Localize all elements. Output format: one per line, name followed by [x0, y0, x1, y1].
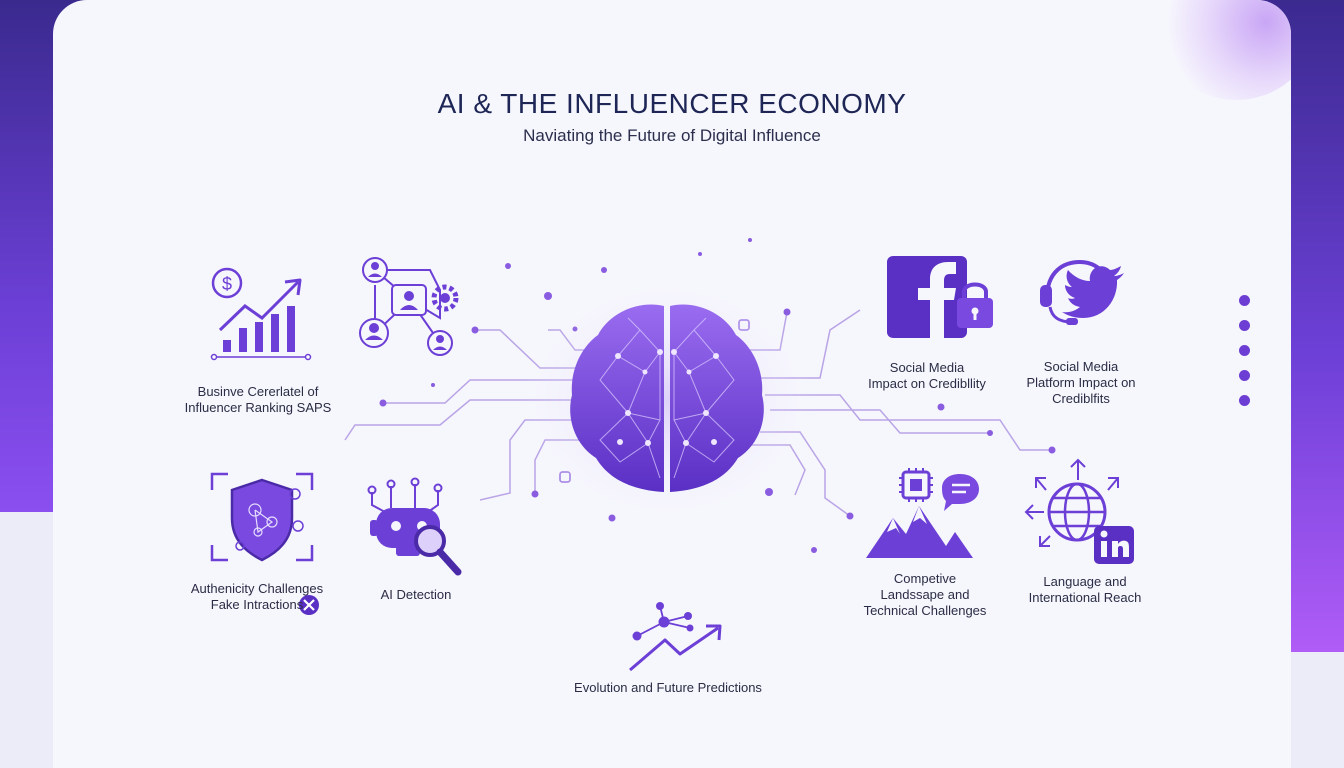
particle-dot	[748, 238, 752, 242]
particle-dot	[811, 547, 817, 553]
label-social-credibility: Social Media Impact on Credibllity	[852, 360, 1002, 392]
page-title: AI & THE INFLUENCER ECONOMY	[437, 88, 907, 119]
particle-dot	[431, 383, 435, 387]
label-authenticity: Authenicity Challenges Fake Intractions	[172, 581, 342, 613]
label-language: Language and International Reach	[1010, 574, 1160, 606]
brain-network-icon	[517, 275, 817, 525]
label-line: Language and	[1043, 574, 1127, 589]
label-business: Businve Cererlatel of Influencer Ranking…	[178, 384, 338, 416]
particle-dot	[846, 512, 854, 520]
trend-network-icon	[629, 602, 722, 672]
connector-line	[765, 394, 1052, 451]
connector-line	[344, 399, 585, 441]
particle-dot	[1048, 446, 1056, 454]
particle-dot	[471, 326, 479, 334]
nav-dot-5[interactable]	[1239, 395, 1250, 406]
facebook-lock-icon	[887, 256, 993, 338]
nav-dot-2[interactable]	[1239, 320, 1250, 331]
label-line: Social Media	[889, 360, 965, 375]
chip-mountain-chat-icon	[866, 468, 979, 558]
nav-dot-4[interactable]	[1239, 370, 1250, 381]
shield-scan-icon	[210, 472, 314, 562]
label-line: International Reach	[1028, 590, 1142, 605]
label-line: Impact on Credibllity	[868, 376, 986, 391]
people-network-gear-icon	[359, 257, 459, 356]
particle-dot	[937, 403, 945, 411]
robot-magnifier-icon	[367, 477, 462, 576]
headset-twitter-icon	[1040, 259, 1124, 325]
particle-dot	[698, 252, 702, 256]
slide-card	[53, 0, 1291, 768]
label-line: AI Detection	[380, 587, 452, 602]
particle-dot	[783, 308, 791, 316]
particle-dot	[531, 490, 539, 498]
label-line: Influencer Ranking SAPS	[184, 400, 332, 415]
label-ai-detection: AI Detection	[356, 587, 476, 603]
label-line: Landssape and	[880, 587, 970, 602]
label-line: Businve Cererlatel of	[197, 384, 319, 399]
label-line: Platform Impact on	[1026, 375, 1136, 390]
particle-dot	[601, 267, 607, 273]
label-line: Technical Challenges	[863, 603, 987, 618]
label-platform-impact: Social Media Platform Impact on Crediblf…	[1006, 359, 1156, 407]
label-line: Fake Intractions	[210, 597, 304, 612]
label-line: Crediblfits	[1052, 391, 1110, 406]
label-line: Competive	[893, 571, 957, 586]
globe-linkedin-icon	[1024, 458, 1134, 564]
particle-dot	[379, 399, 387, 407]
pagination-dots-icon	[1239, 295, 1251, 420]
page-subtitle: Naviating the Future of Digital Influenc…	[523, 126, 821, 145]
nav-dot-3[interactable]	[1239, 345, 1250, 356]
dollar-growth-chart-icon: $	[210, 267, 312, 361]
nav-dot-1[interactable]	[1239, 295, 1250, 306]
label-line: Social Media	[1043, 359, 1119, 374]
particle-dot	[505, 263, 511, 269]
particle-dot	[987, 430, 993, 436]
label-line: Authenicity Challenges	[190, 581, 324, 596]
close-icon	[299, 595, 319, 615]
svg-text:$: $	[222, 274, 232, 294]
particle-dot	[544, 292, 552, 300]
label-line: Evolution and Future Predictions	[574, 680, 762, 695]
connector-line	[770, 409, 990, 434]
label-competitive: Competive Landssape and Technical Challe…	[850, 571, 1000, 619]
label-evolution: Evolution and Future Predictions	[548, 680, 788, 696]
